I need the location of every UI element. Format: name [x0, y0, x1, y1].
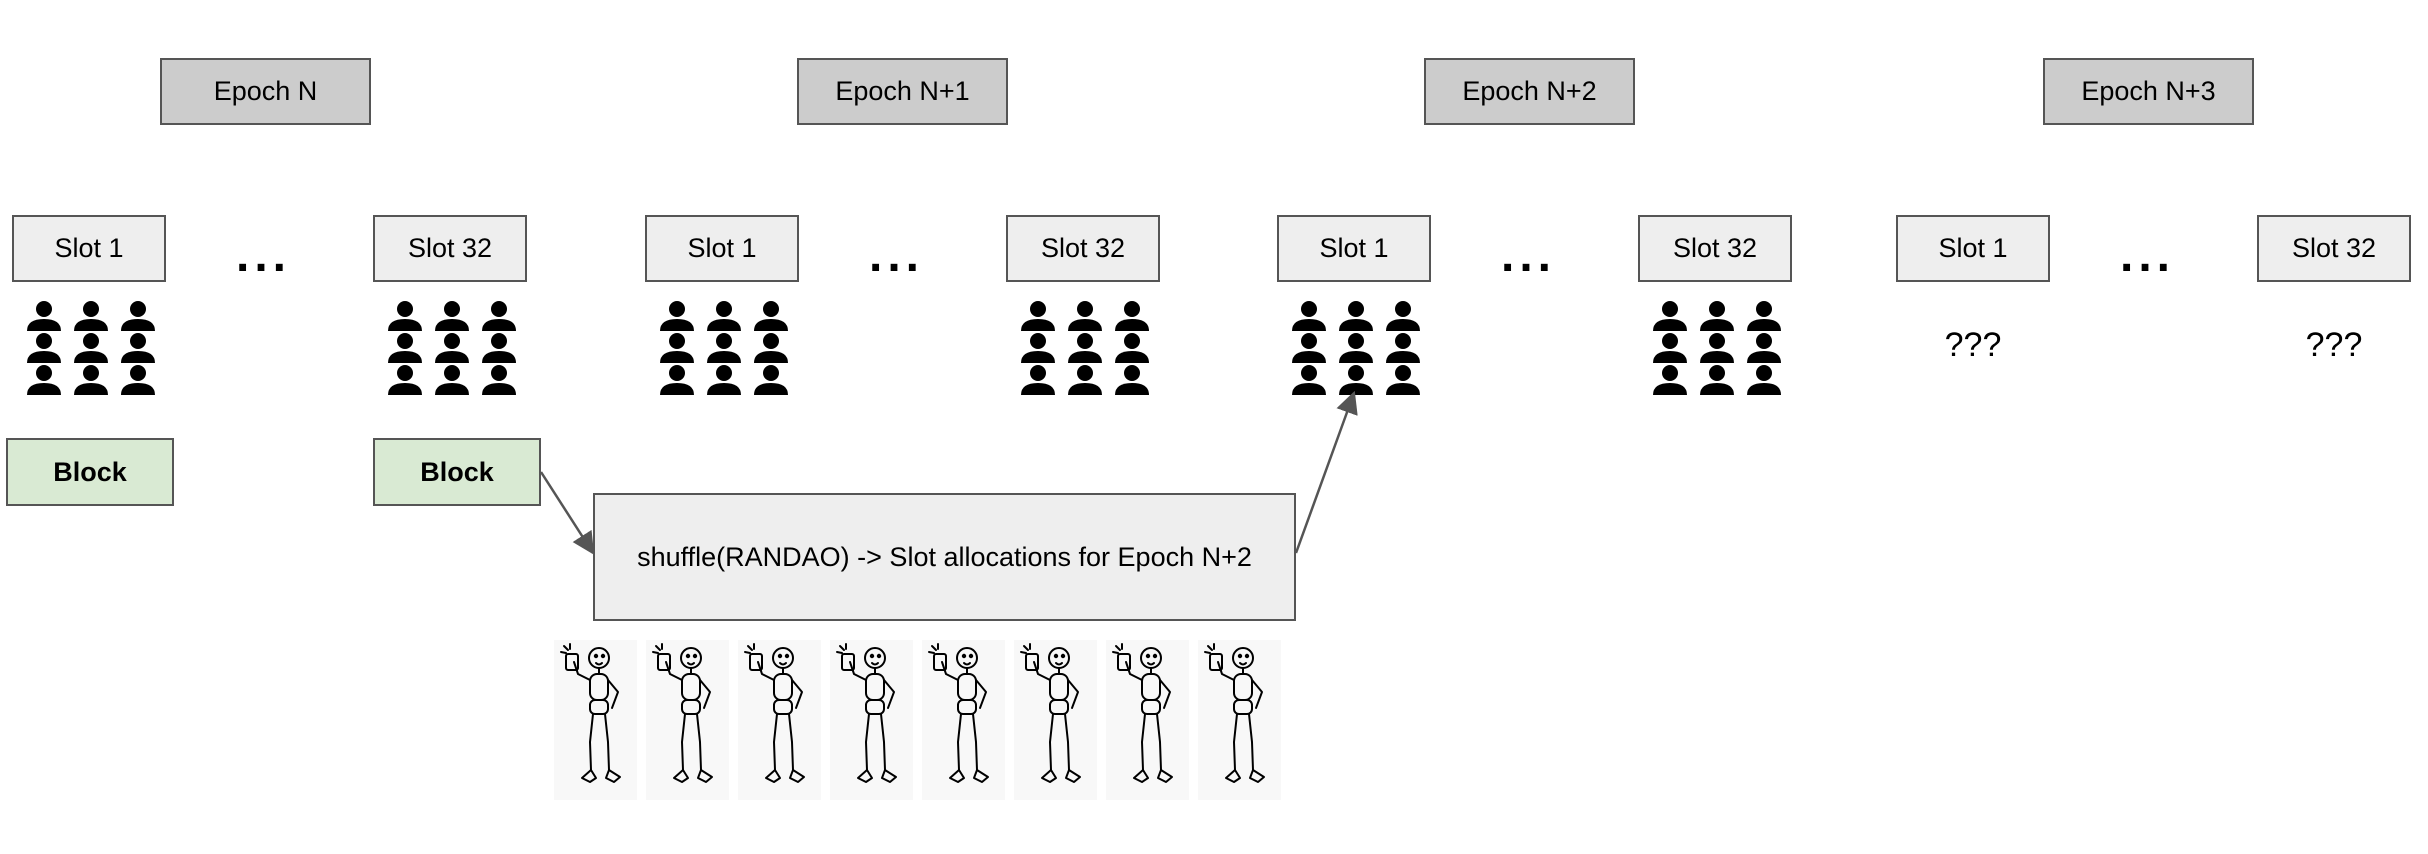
validator-figure-icon: [1198, 640, 1281, 800]
epoch-n-slot-32: Slot 32: [373, 215, 527, 282]
shuffle-randao-box: shuffle(RANDAO) -> Slot allocations for …: [593, 493, 1296, 621]
validator-figure-icon: [554, 640, 637, 800]
epoch-n-plus-3-slot-32: Slot 32: [2257, 215, 2411, 282]
epoch-n-plus-2-ellipsis: ...: [1501, 229, 1557, 282]
validator-figure-icon: [1014, 640, 1097, 800]
shuffle-to-epoch-n-plus-2-arrow: [1294, 390, 1358, 554]
validator-figure-icon: [830, 640, 913, 800]
block-slot-32: Block: [373, 438, 541, 506]
epoch-n-plus-1-slot-1: Slot 1: [645, 215, 799, 282]
epoch-n-plus-2-slot-32: Slot 32: [1638, 215, 1792, 282]
epoch-n-plus-1-label: Epoch N+1: [797, 58, 1008, 125]
epoch-n-plus-1-ellipsis: ...: [869, 229, 925, 282]
validator-figure-icon: [922, 640, 1005, 800]
block-slot-1: Block: [6, 438, 174, 506]
epoch-n-label: Epoch N: [160, 58, 371, 125]
epoch-n-plus-1-slot-32: Slot 32: [1006, 215, 1160, 282]
unknown-validators-slot-1: ???: [1944, 326, 2002, 364]
epoch-n-plus-3-ellipsis: ...: [2120, 229, 2176, 282]
epoch-n-plus-3-label: Epoch N+3: [2043, 58, 2254, 125]
unknown-validators-slot-32: ???: [2305, 326, 2363, 364]
validator-figure-icon: [1106, 640, 1189, 800]
validator-figure-icon: [646, 640, 729, 800]
epoch-n-ellipsis: ...: [236, 229, 292, 282]
epoch-n-plus-2-label: Epoch N+2: [1424, 58, 1635, 125]
block-to-shuffle-arrow: [539, 471, 595, 555]
epoch-n-plus-3-slot-1: Slot 1: [1896, 215, 2050, 282]
validator-figure-icon: [738, 640, 821, 800]
epoch-n-slot-1: Slot 1: [12, 215, 166, 282]
epoch-n-plus-2-slot-1: Slot 1: [1277, 215, 1431, 282]
